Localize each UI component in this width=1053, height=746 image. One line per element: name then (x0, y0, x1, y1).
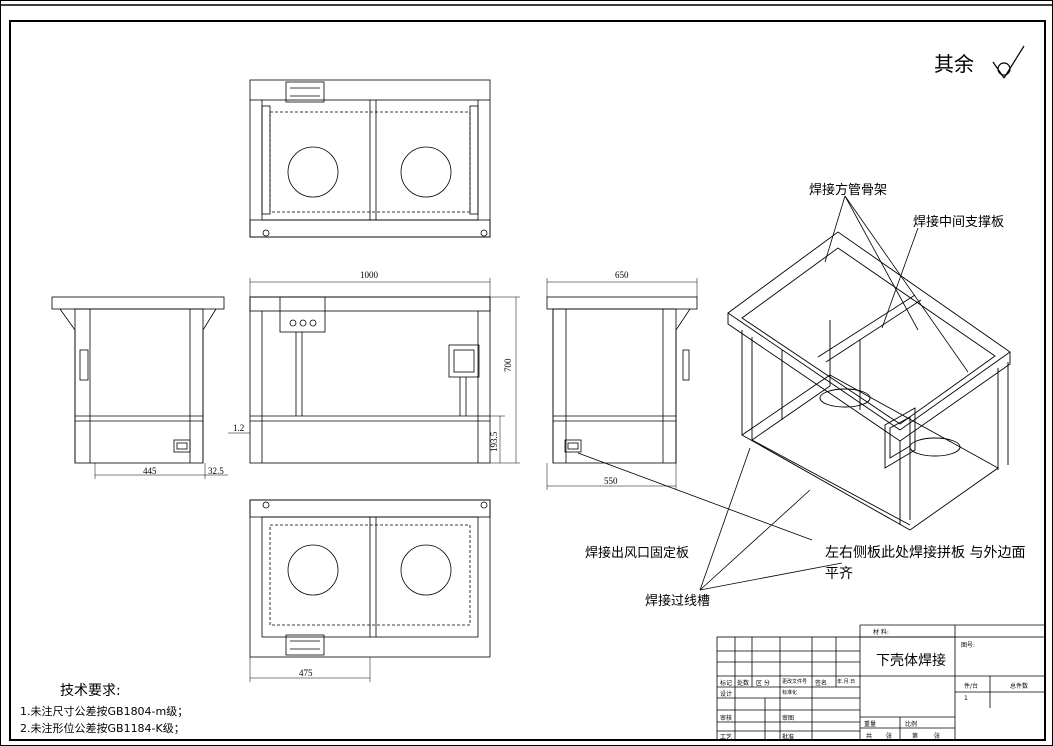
col-count: 处数 (737, 680, 750, 687)
weight-label: 重量 (864, 721, 877, 728)
callout-leaders (577, 195, 969, 591)
col-date: 年.月.日 (837, 679, 856, 685)
sheets-total-label: 共 (866, 733, 873, 740)
roughness-symbol-icon (992, 45, 1025, 79)
tech-req-item-2: 2.未注形位公差按GB1184-K级； (20, 722, 185, 735)
fan-hole-right-bottom (400, 544, 452, 596)
col-sign: 签名 (815, 680, 828, 687)
material-label: 材 料: (873, 629, 889, 636)
callout-wire-slot: 焊接过线槽 (645, 594, 711, 609)
front-view (228, 278, 520, 464)
check-label: 审核 (720, 715, 733, 722)
sheet-label: 张 (886, 733, 893, 740)
isometric-view (727, 231, 1011, 531)
col-mark: 标记 (720, 680, 733, 687)
fan-hole-left (287, 146, 339, 198)
process-label: 工艺 (720, 734, 733, 741)
bottom-view (249, 499, 491, 682)
part-name: 下壳体焊接 (876, 653, 946, 669)
callout-side-panel: 左右侧板此处焊接拼板 与外边面 (825, 545, 1026, 561)
top-view (249, 79, 491, 238)
left-view (51, 296, 228, 479)
sheet-label-2: 张 (934, 733, 941, 740)
col-change-doc: 更改文件号 (782, 679, 808, 685)
dim-front-base: 193.5 (489, 431, 499, 452)
dim-front-thk: 1.2 (233, 423, 245, 433)
fan-hole-left-bottom (287, 544, 339, 596)
callout-mid-support: 焊接中间支撑板 (913, 215, 1005, 230)
standard-label: 标准化 (782, 690, 798, 696)
callout-frame: 焊接方管骨架 (809, 183, 888, 198)
callout-outlet-plate: 焊接出风口固定板 (585, 546, 690, 561)
dim-left-offset: 32.5 (208, 466, 224, 476)
units-value: 1 (964, 695, 968, 702)
dim-bottom-base: 475 (299, 668, 313, 678)
tech-req-title: 技术要求: (60, 683, 121, 699)
surface-finish-label: 其余 (934, 52, 974, 76)
dim-left-base: 445 (143, 466, 157, 476)
title-block (716, 624, 1046, 741)
dim-front-height: 700 (503, 358, 513, 373)
units-label: 件/台 (964, 683, 979, 690)
right-view (546, 278, 698, 490)
design-label: 设计 (720, 691, 733, 698)
scale-label: 比例 (905, 721, 918, 728)
dim-front-width: 1000 (360, 270, 378, 280)
approve-label: 批准 (782, 734, 795, 741)
tech-req-item-1: 1.未注尺寸公差按GB1804-m级； (20, 705, 189, 718)
total-label: 总件数 (1010, 683, 1029, 690)
inner-frame (9, 20, 1046, 741)
dim-right-base: 550 (604, 476, 618, 486)
callout-side-panel-cont: 平齐 (825, 566, 853, 582)
col-zone: 区 分 (756, 680, 770, 687)
sheet-no-label: 第 (912, 733, 919, 740)
fan-hole-right (400, 146, 452, 198)
dim-right-width: 650 (615, 270, 629, 280)
drawing-no-label: 图号: (961, 642, 976, 649)
review-label: 审图 (782, 715, 795, 722)
